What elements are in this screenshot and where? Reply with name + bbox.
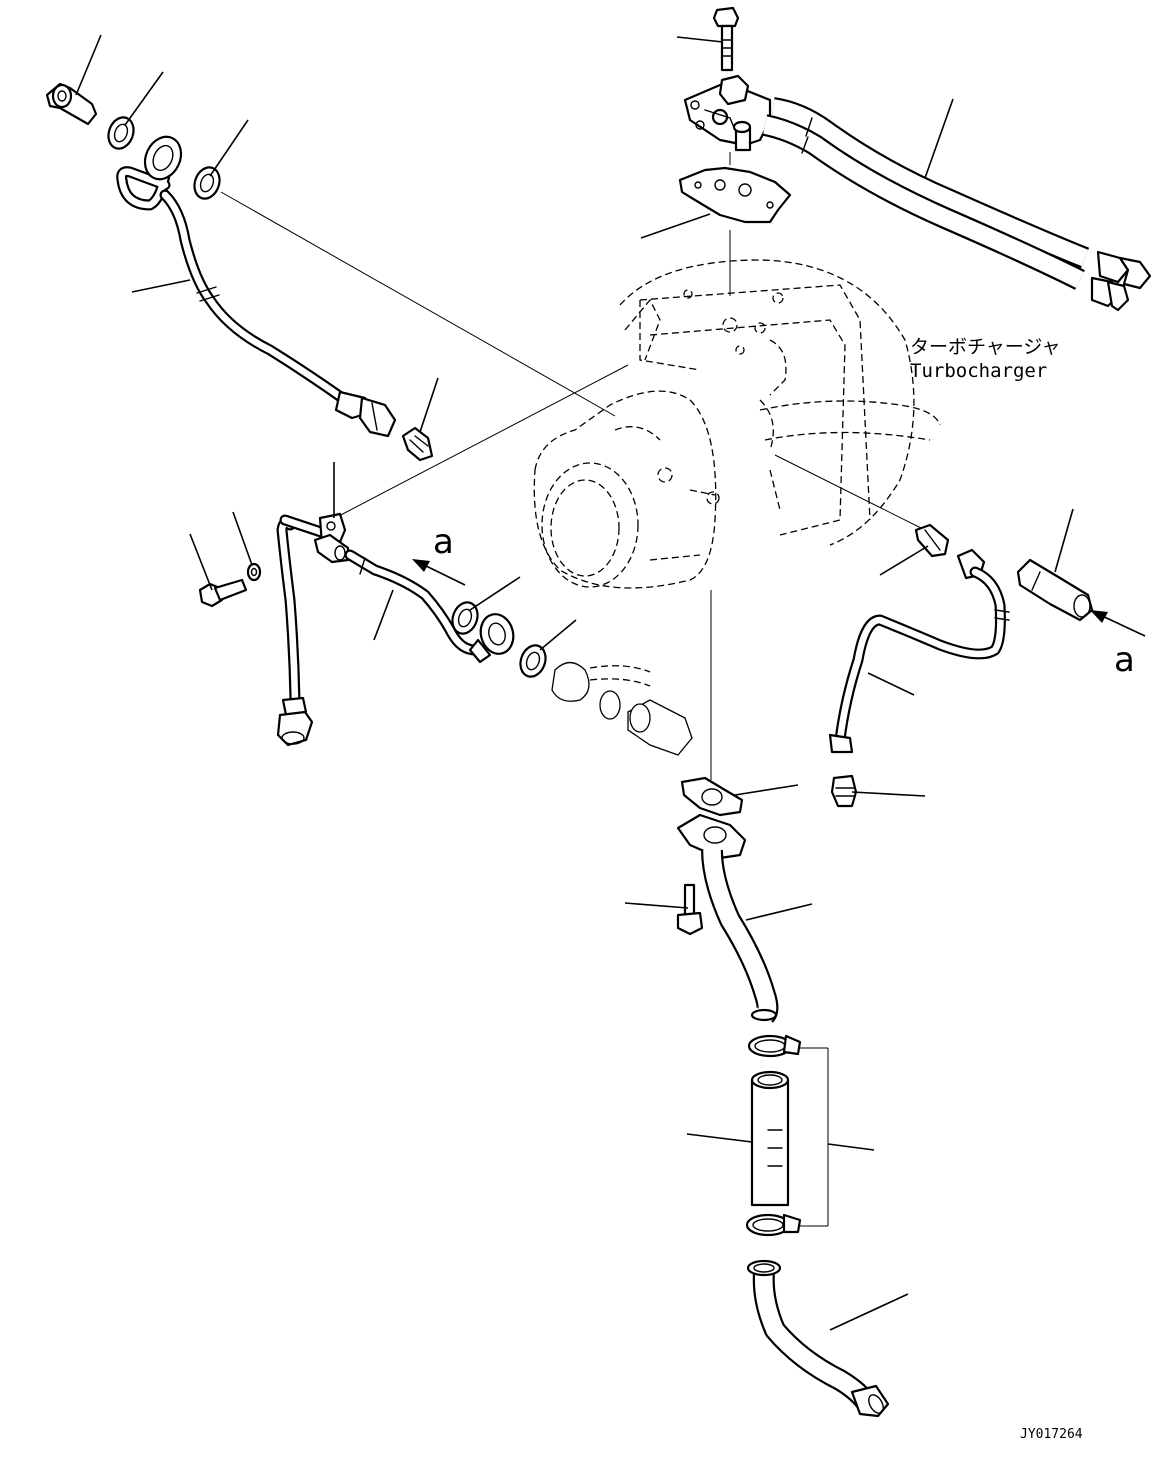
drawing-number: JY017264 [1020, 1427, 1083, 1442]
gasket-top [678, 166, 792, 224]
turbocharger-label-en: Turbocharger [910, 360, 1047, 382]
banjo-assembly-phantom [551, 661, 693, 756]
rubber-hose [750, 1070, 790, 1207]
bolt-drain [676, 883, 704, 936]
washer-left [246, 562, 262, 582]
hose-clamp-lower [745, 1213, 802, 1237]
bolt-top [712, 6, 740, 72]
bolt-left [198, 578, 248, 608]
check-valve [1016, 558, 1094, 622]
twin-oil-hoses [762, 97, 1152, 312]
oil-inlet-pipe-middle [344, 549, 515, 664]
washer-middle-2 [519, 644, 547, 678]
view-arrow-top [412, 559, 466, 586]
turbocharger-phantom [533, 259, 941, 589]
washer-middle-1 [451, 601, 479, 635]
drain-tube-lower [746, 1259, 890, 1418]
assembly-lines [220, 152, 936, 1227]
turbocharger-cast-marking [646, 568, 657, 584]
washer-upper-1 [107, 116, 135, 150]
washer-upper-2 [193, 166, 221, 200]
turbocharger-label-jp: ターボチャージャ [910, 336, 1060, 358]
connector-nipple-upper [401, 426, 434, 462]
oil-return-pipe-right [828, 548, 1010, 754]
hose-clamp-upper [747, 1034, 802, 1058]
view-arrow-right [1090, 610, 1146, 637]
connector-nipple-lower-right [830, 774, 858, 808]
banjo-bolt-upper [45, 82, 98, 126]
gasket-drain [680, 776, 744, 817]
leader-lines [75, 34, 1074, 1331]
connector-nipple-right [914, 523, 950, 558]
drain-tube-upper [676, 813, 779, 1023]
oil-inlet-pipe-upper [116, 135, 397, 438]
oil-supply-block [683, 74, 772, 152]
oil-drain-pipe-left [276, 512, 350, 747]
view-arrow-a-label-top: a [433, 522, 454, 562]
view-arrow-a-label-right: a [1114, 640, 1135, 680]
